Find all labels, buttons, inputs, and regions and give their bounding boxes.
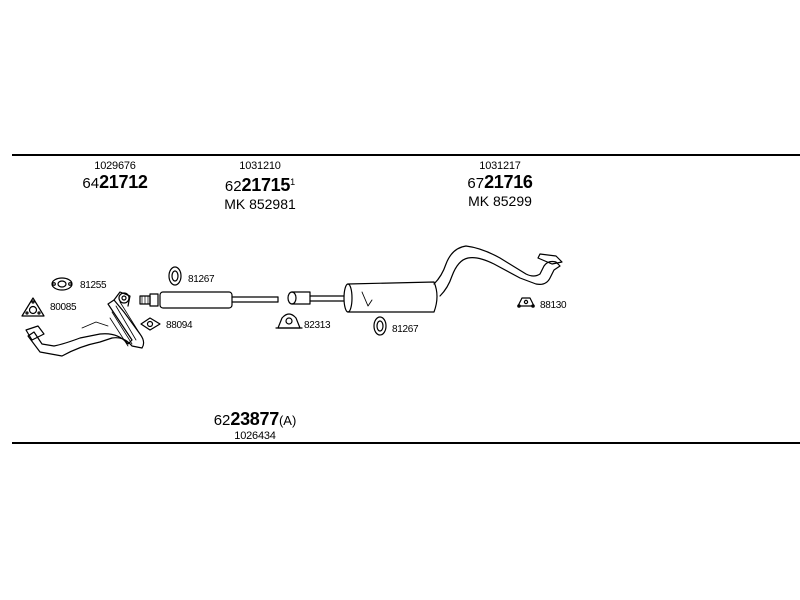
- part-main: 21712: [99, 172, 148, 192]
- group-ref-number: 1026434: [234, 430, 276, 442]
- front-pipe-drawing: [25, 291, 145, 357]
- part-main: 23877: [230, 409, 279, 429]
- label-88130: 88130: [540, 300, 567, 311]
- label-80085: 80085: [50, 302, 77, 313]
- part-main: 21716: [484, 172, 533, 192]
- label-81255: 81255: [80, 280, 107, 291]
- group-part-number: 6421712: [70, 173, 160, 193]
- mount-88130-icon: [517, 297, 535, 308]
- rear-muffler-drawing: [343, 245, 563, 313]
- part-group-front-pipe: 1029676 6421712: [70, 160, 160, 193]
- part-prefix: 62: [224, 178, 242, 195]
- gasket-81255-icon: [51, 277, 73, 291]
- label-81267-rear: 81267: [392, 324, 419, 335]
- part-suffix: (A): [278, 413, 297, 428]
- bottom-divider: [12, 442, 800, 444]
- mk-footnote-mark: 1: [288, 196, 296, 212]
- part-footnote-mark: 1: [290, 177, 296, 187]
- part-group-complete-system: 6223877(A) 1026434: [200, 410, 310, 443]
- mounting-kit-number: MK 852981: [205, 196, 315, 212]
- label-88094: 88094: [166, 320, 193, 331]
- part-main: 21715: [241, 175, 291, 195]
- rubber-ring-81267-center-icon: [168, 266, 182, 286]
- label-81267-center: 81267: [188, 274, 215, 285]
- group-part-number: 6223877(A): [200, 410, 310, 430]
- label-82313: 82313: [304, 320, 331, 331]
- top-divider: [12, 154, 800, 156]
- mk-number: 85298: [249, 196, 289, 212]
- group-ref-number: 1029676: [94, 160, 136, 172]
- part-prefix: 64: [82, 175, 100, 192]
- part-prefix: 67: [467, 175, 485, 192]
- gasket-80085-icon: [21, 297, 45, 317]
- pipe-joint-drawing: [287, 291, 345, 305]
- group-ref-number: 1031210: [239, 160, 281, 172]
- mk-number: 85299: [492, 193, 532, 209]
- group-part-number: 6721716: [455, 173, 545, 193]
- mk-label: MK: [468, 193, 490, 209]
- mk-label: MK: [224, 196, 246, 212]
- gasket-88094-icon: [140, 317, 161, 331]
- part-group-center-muffler: 1031210 62217151 MK 852981: [205, 160, 315, 212]
- rubber-ring-81267-rear-icon: [373, 316, 387, 336]
- mounting-kit-number: MK 85299: [455, 193, 545, 209]
- group-part-number: 62217151: [205, 173, 315, 196]
- center-muffler-drawing: [139, 291, 279, 309]
- group-ref-number: 1031217: [479, 160, 521, 172]
- part-prefix: 62: [213, 412, 231, 429]
- part-group-rear-muffler: 1031217 6721716 MK 85299: [455, 160, 545, 209]
- clamp-82313-icon: [275, 313, 303, 329]
